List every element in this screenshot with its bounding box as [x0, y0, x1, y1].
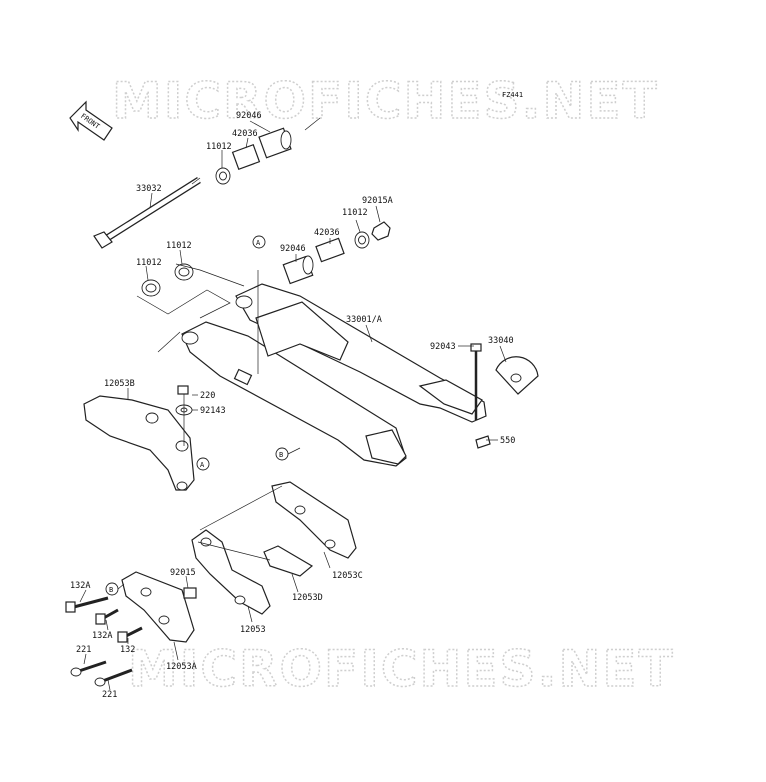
svg-text:B: B	[109, 586, 113, 594]
svg-text:B: B	[279, 451, 283, 459]
label-11012-right: 11012	[342, 208, 368, 218]
label-221-top: 221	[76, 645, 91, 655]
label-11012-mid: 11012	[166, 241, 192, 251]
svg-text:A: A	[200, 461, 205, 469]
label-12053a: 12053A	[166, 662, 197, 672]
part-labels: 92046 42036 11012 33032 92015A 11012 420…	[70, 111, 515, 700]
label-33032: 33032	[136, 184, 162, 194]
label-92043: 92043	[430, 342, 456, 352]
callout-b-right: B	[275, 447, 289, 461]
label-92143: 92143	[200, 406, 226, 416]
figure-code: FZ441	[502, 91, 523, 99]
front-arrow-icon: FRONT	[69, 100, 113, 141]
label-92046-right: 92046	[280, 244, 306, 254]
label-11012-left: 11012	[136, 258, 162, 268]
watermark-top: MICROFICHES.NET	[112, 72, 659, 130]
label-12053c: 12053C	[332, 571, 363, 581]
label-92015: 92015	[170, 568, 196, 578]
label-12053d: 12053D	[292, 593, 323, 603]
leader-lines	[79, 120, 507, 691]
chain-guide-upper	[83, 395, 195, 491]
chain-adjuster	[470, 343, 539, 449]
chain-guide-lower	[121, 481, 357, 643]
label-132: 132	[120, 645, 135, 655]
swingarm	[181, 270, 487, 467]
top-bearing-stack	[215, 127, 292, 185]
label-33040: 33040	[488, 336, 514, 346]
label-12053: 12053	[240, 625, 266, 635]
svg-text:A: A	[256, 239, 261, 247]
label-221-bottom: 221	[102, 690, 117, 700]
label-33001a: 33001/A	[346, 315, 382, 325]
pivot-shaft	[93, 177, 201, 249]
label-11012-top: 11012	[206, 142, 232, 152]
callout-a-top: A	[252, 235, 266, 249]
bolts-lower	[65, 596, 143, 687]
label-220: 220	[200, 391, 215, 401]
label-92015a: 92015A	[362, 196, 393, 206]
label-132a-bottom: 132A	[92, 631, 112, 641]
label-550: 550	[500, 436, 515, 446]
label-92046-top: 92046	[236, 111, 262, 121]
left-seals	[141, 263, 194, 297]
right-bearing-stack	[282, 221, 391, 285]
callout-b-left: B	[105, 582, 119, 596]
watermark-bottom: MICROFICHES.NET	[128, 640, 675, 698]
label-42036-top: 42036	[232, 129, 258, 139]
label-12053b: 12053B	[104, 379, 135, 389]
label-42036-right: 42036	[314, 228, 340, 238]
label-132a-top: 132A	[70, 581, 90, 591]
callout-a-bottom: A	[196, 457, 210, 471]
